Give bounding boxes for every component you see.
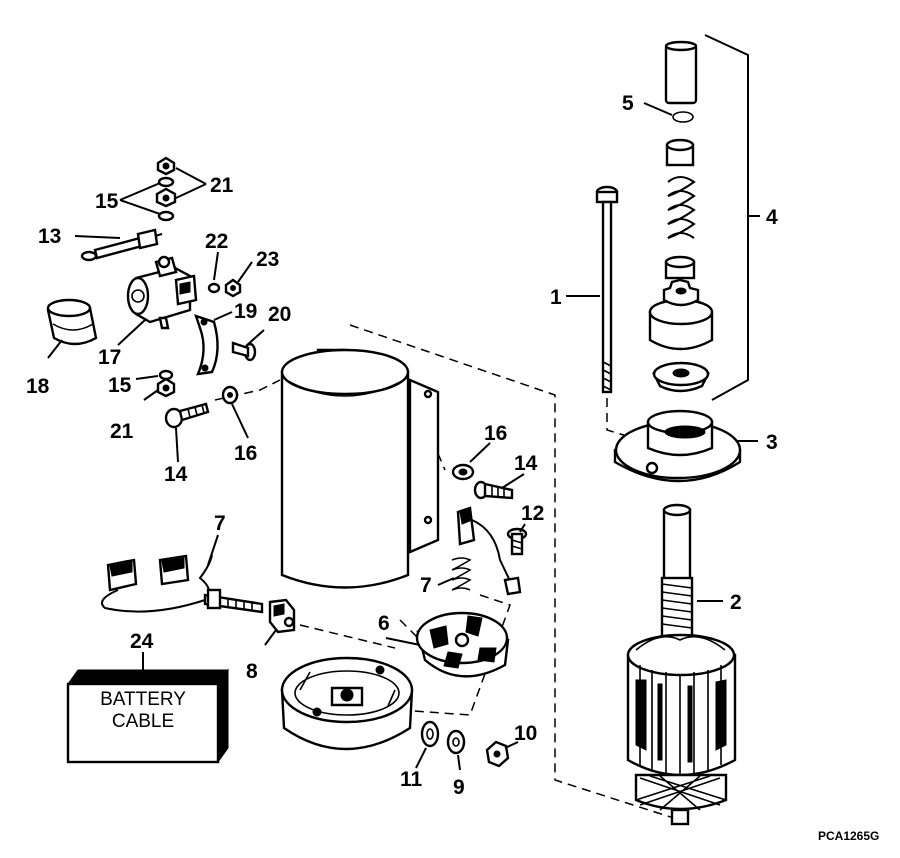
nut-21-lower: [156, 377, 176, 398]
nut-10: [485, 740, 510, 768]
brush-lead: [101, 554, 264, 614]
callout-5: 5: [622, 92, 634, 115]
callout-16-right: 16: [484, 422, 507, 445]
callout-14-left: 14: [164, 463, 188, 486]
callout-13: 13: [38, 225, 61, 248]
callout-1: 1: [550, 286, 562, 309]
callout-21-lower: 21: [110, 420, 134, 443]
lockwasher-16-left-hole: [227, 392, 233, 398]
drive-cap: [664, 40, 698, 105]
brush-with-spring: [451, 506, 522, 596]
motor-frame: [280, 348, 440, 589]
callout-23: 23: [256, 248, 279, 271]
battery-cable-box: BATTERY CABLE: [66, 668, 229, 764]
nut-23: [224, 278, 242, 298]
washer-22: [207, 282, 221, 294]
leader-lines: [47, 102, 760, 771]
callout-20: 20: [268, 303, 291, 326]
drive-nut: [652, 361, 710, 393]
brush-plate: [415, 611, 510, 678]
spring-seat: [664, 255, 696, 280]
armature: [626, 503, 737, 826]
callout-2: 2: [730, 591, 742, 614]
callout-15-lower: 15: [108, 374, 132, 397]
brush-holder: [268, 598, 296, 634]
drive-spring: [667, 176, 696, 239]
bracket-19: [194, 314, 219, 376]
lockwasher-15-top: [157, 176, 175, 188]
boot-18: [46, 298, 98, 346]
nut-21-middle: [155, 187, 177, 208]
commutator-end-cap: [280, 656, 414, 751]
pinion-gear: [648, 278, 714, 351]
callout-7-left: 7: [214, 512, 226, 535]
washer-11: [420, 720, 440, 748]
callout-15-top: 15: [95, 190, 119, 213]
solenoid: [126, 255, 198, 330]
lead-wire-13: [80, 228, 163, 262]
washer-9: [446, 729, 466, 755]
bolt-right: [473, 480, 514, 500]
lockwasher-15-middle: [157, 210, 175, 222]
callout-11: 11: [400, 768, 423, 791]
callout-14-right: 14: [514, 452, 538, 475]
callout-22: 22: [205, 230, 228, 253]
nut-21-top: [156, 156, 176, 176]
callout-7-right: 7: [420, 574, 432, 597]
lockwasher-right-hole: [458, 468, 468, 476]
callout-labels: 1 2 3 4 5 6 7 7 8 9 10 11 12 13 14 14 15…: [26, 92, 778, 799]
callout-17: 17: [98, 346, 121, 369]
callout-6: 6: [378, 612, 390, 635]
battery-cable-label-line2: CABLE: [112, 711, 174, 732]
callout-8: 8: [246, 660, 258, 683]
screw-20: [231, 341, 257, 362]
callout-24: 24: [130, 630, 154, 653]
drive-assembly-bracket: [704, 34, 749, 401]
callout-12: 12: [521, 502, 544, 525]
callout-18: 18: [26, 375, 50, 398]
thru-bolt: [595, 185, 619, 394]
callout-4: 4: [766, 206, 778, 229]
bolt-14-left: [164, 402, 210, 429]
callout-19: 19: [234, 300, 257, 323]
figure-code: PCA1265G: [818, 829, 879, 843]
callout-10: 10: [514, 722, 537, 745]
brush-screw: [506, 527, 528, 556]
callout-3: 3: [766, 431, 778, 454]
retaining-ring: [672, 111, 694, 123]
battery-cable-label-line1: BATTERY: [100, 689, 186, 710]
drive-end-cap: [613, 409, 742, 483]
callout-21-top: 21: [210, 174, 234, 197]
callout-9: 9: [453, 776, 465, 799]
callout-16-left: 16: [234, 442, 257, 465]
collar: [665, 138, 695, 167]
